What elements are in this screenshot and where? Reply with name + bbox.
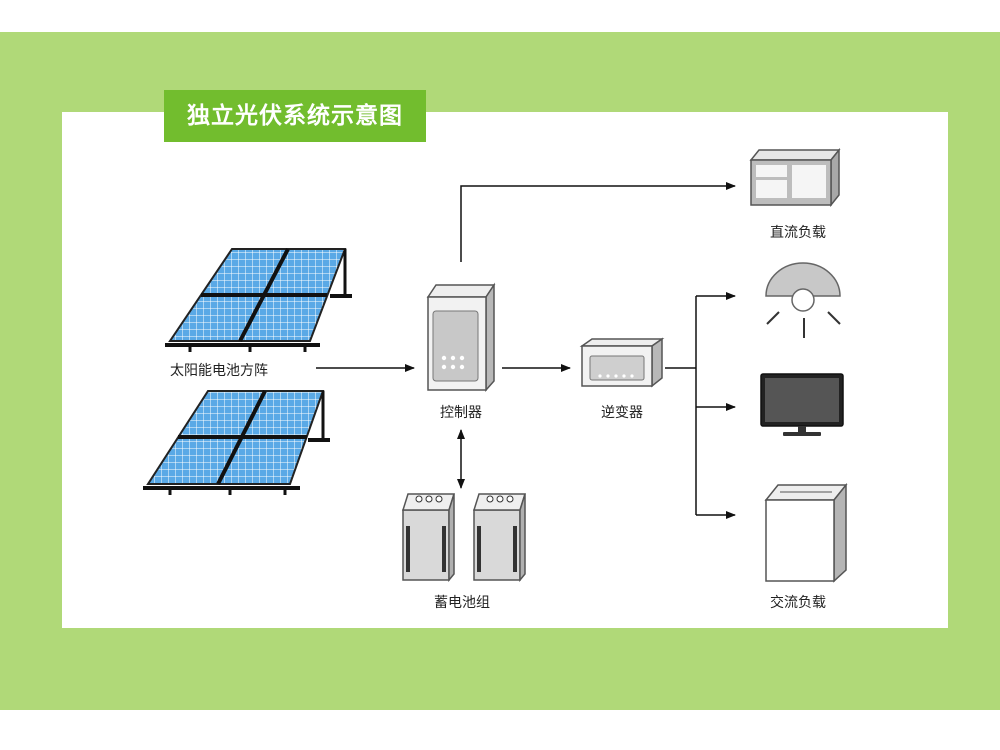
inverter-label: 逆变器 xyxy=(601,405,643,421)
solar-array-label: 太阳能电池方阵 xyxy=(170,363,268,379)
solar-panel-icon xyxy=(143,390,330,495)
solar-panel-icon xyxy=(165,248,352,352)
ac-load-label: 交流负载 xyxy=(770,595,826,611)
inverter-icon xyxy=(579,337,665,388)
dc-device-icon xyxy=(749,147,841,208)
diagram-title: 独立光伏系统示意图 xyxy=(164,90,426,142)
battery-icon xyxy=(401,493,456,583)
dc-load-label: 直流负载 xyxy=(770,225,826,241)
television-icon xyxy=(760,373,844,436)
controller-icon xyxy=(426,282,496,392)
controller-label: 控制器 xyxy=(440,405,482,421)
arrow-controller-to-dc-load xyxy=(460,182,736,262)
washing-machine-icon xyxy=(764,482,848,583)
lamp-icon xyxy=(765,262,841,338)
connectors xyxy=(316,182,736,519)
battery-bank-label: 蓄电池组 xyxy=(434,595,490,611)
battery-icon xyxy=(472,493,527,583)
